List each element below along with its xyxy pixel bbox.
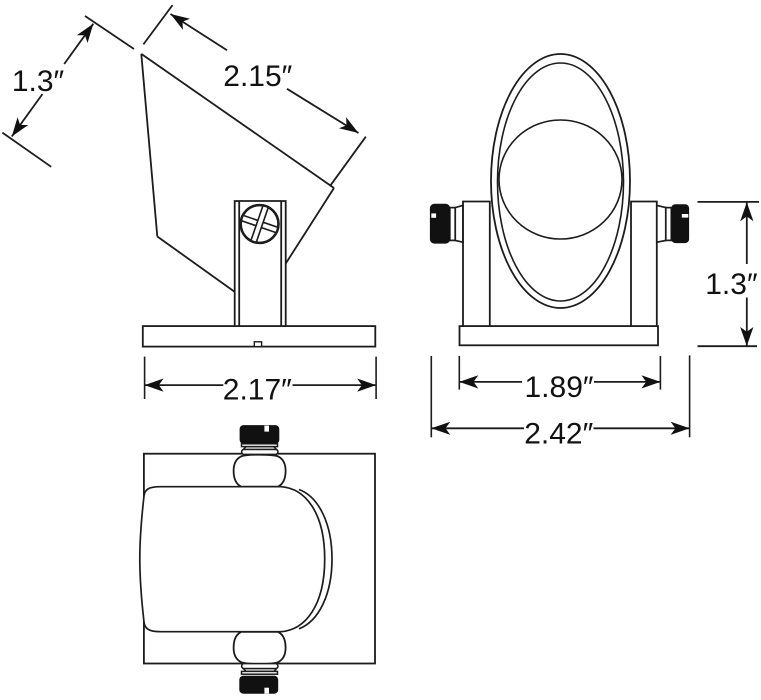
svg-text:2.15″: 2.15″ xyxy=(223,60,292,93)
svg-text:1.89″: 1.89″ xyxy=(524,371,593,404)
svg-text:1.3″: 1.3″ xyxy=(705,268,758,301)
svg-text:2.17″: 2.17″ xyxy=(223,373,292,406)
svg-text:2.42″: 2.42″ xyxy=(524,417,593,450)
svg-text:1.3″: 1.3″ xyxy=(12,65,65,98)
